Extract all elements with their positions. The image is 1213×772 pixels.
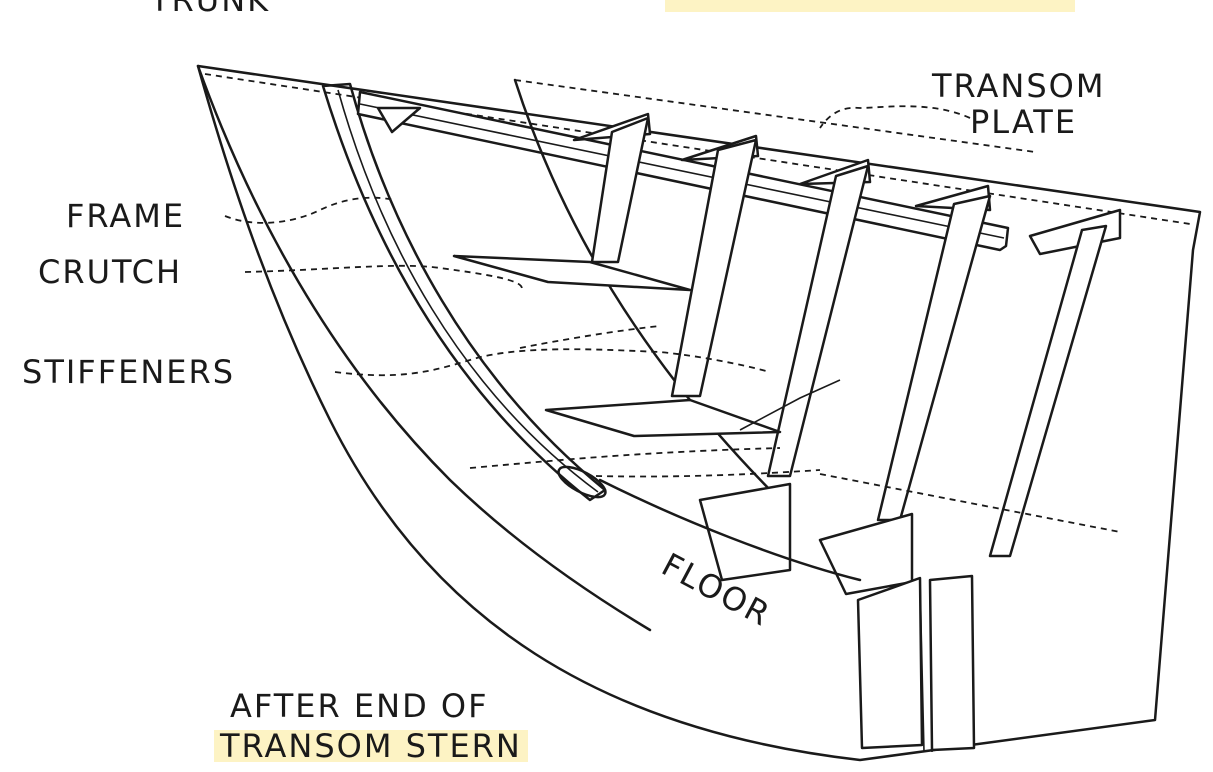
label-stiffeners: STIFFENERS xyxy=(22,353,236,391)
label-transom: TRANSOM xyxy=(932,67,1106,105)
label-plate: PLATE xyxy=(970,103,1078,141)
stiffeners xyxy=(590,116,1108,558)
label-crutch: CRUTCH xyxy=(38,253,183,291)
side-shell-line xyxy=(513,78,782,502)
stern-fin-left xyxy=(856,576,924,750)
stiffener-1 xyxy=(590,116,650,264)
beam-bracket-1 xyxy=(376,106,422,134)
hidden-line-1 xyxy=(469,447,781,469)
frame-flange-line xyxy=(337,89,599,493)
stiffener-3 xyxy=(766,164,870,478)
top-highlight-strip xyxy=(665,0,1075,12)
floor-plate-1 xyxy=(698,482,792,582)
caption-line-2: TRANSOM STERN xyxy=(214,730,528,762)
label-frame: FRAME xyxy=(66,197,186,235)
leader-crutch xyxy=(244,264,523,293)
frame-heel xyxy=(557,465,607,499)
stern-post xyxy=(919,579,933,753)
leader-stiffeners-2 xyxy=(519,325,661,349)
crutch-lower xyxy=(544,398,782,438)
transom-beam-flange xyxy=(359,103,1005,239)
hidden-line-3 xyxy=(819,473,1121,533)
stiffener-5 xyxy=(988,224,1108,558)
label-top-cut: TRUNK xyxy=(150,0,271,19)
hidden-line-2 xyxy=(595,469,821,478)
hull-inner-edge xyxy=(196,64,652,632)
leader-stiffeners xyxy=(334,348,771,377)
leader-stiffeners-3 xyxy=(739,379,841,431)
stern-fin-right xyxy=(928,574,976,752)
beam-bracket-6 xyxy=(1028,208,1122,256)
floor-edge xyxy=(598,478,862,582)
caption-line-1: AFTER END OF xyxy=(230,687,489,725)
leader-transom-plate xyxy=(819,105,971,129)
crutch-upper xyxy=(452,254,692,292)
stiffener-2 xyxy=(670,138,758,398)
